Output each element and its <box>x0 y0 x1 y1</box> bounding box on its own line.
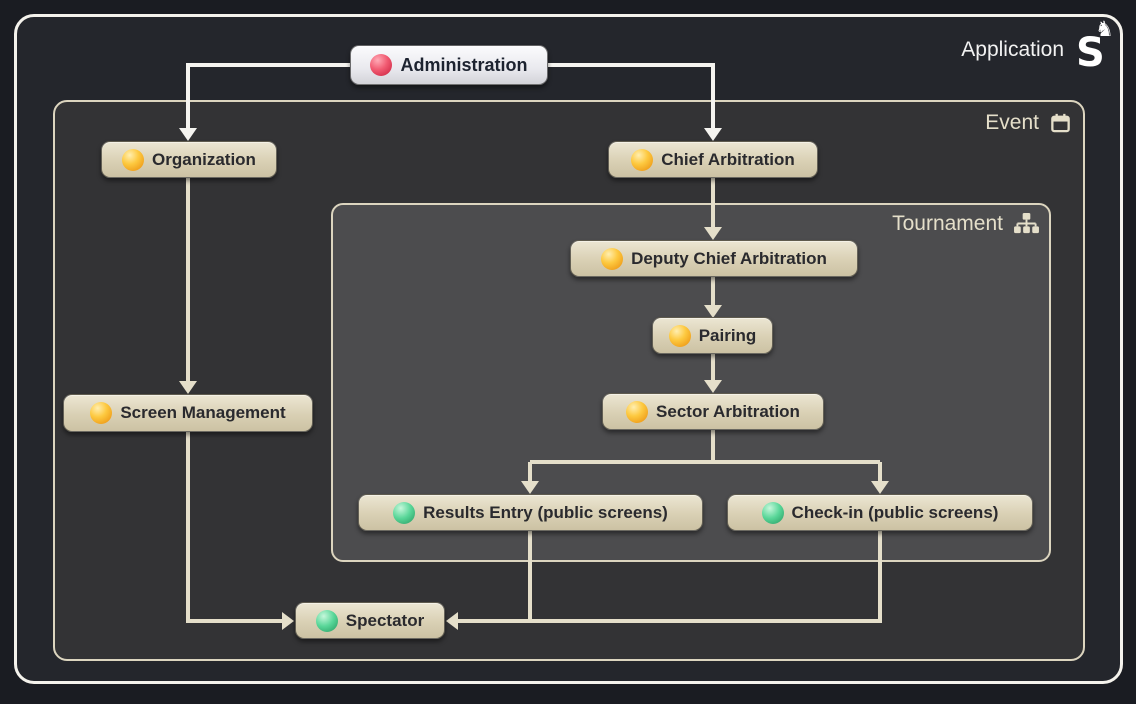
tournament-label: Tournament <box>892 212 1003 235</box>
node-label: Spectator <box>345 610 425 630</box>
node-label: Organization <box>152 149 256 169</box>
status-dot-yellow <box>668 324 691 347</box>
status-dot-yellow <box>601 247 624 270</box>
node-results-entry: Results Entry (public screens) <box>358 494 703 531</box>
status-dot-green <box>315 609 338 632</box>
node-label: Deputy Chief Arbitration <box>631 248 827 268</box>
application-header: Application S ♞ <box>961 19 1114 76</box>
status-dot-yellow <box>631 148 654 171</box>
status-dot-yellow <box>626 400 649 423</box>
sitemap-icon <box>1014 212 1039 234</box>
node-label: Pairing <box>698 325 757 345</box>
tournament-header: Tournament <box>892 212 1040 235</box>
node-sector-arbitration: Sector Arbitration <box>602 393 824 430</box>
calendar-icon <box>1051 113 1070 133</box>
status-dot-green <box>393 501 416 524</box>
status-dot-yellow <box>90 402 113 424</box>
node-label: Check-in (public screens) <box>791 502 999 522</box>
application-label: Application <box>961 37 1064 61</box>
status-dot-red <box>370 54 393 76</box>
event-header: Event <box>985 111 1072 134</box>
node-spectator: Spectator <box>295 602 445 639</box>
knight-s-logo: S ♞ <box>1074 19 1114 76</box>
logo-letter: S <box>1076 30 1105 76</box>
node-organization: Organization <box>101 141 277 178</box>
node-chief-arbitration: Chief Arbitration <box>608 141 818 178</box>
node-label: Screen Management <box>120 403 286 422</box>
node-administration: Administration <box>350 45 548 85</box>
node-pairing: Pairing <box>652 317 773 354</box>
node-label: Sector Arbitration <box>656 401 800 421</box>
status-dot-yellow <box>122 148 145 171</box>
node-screen-management: Screen Management <box>63 394 313 432</box>
node-check-in: Check-in (public screens) <box>727 494 1033 531</box>
node-label: Results Entry (public screens) <box>423 502 668 522</box>
knight-icon: ♞ <box>1095 17 1114 41</box>
status-dot-green <box>761 501 784 524</box>
event-label: Event <box>985 111 1039 134</box>
node-label: Chief Arbitration <box>661 149 795 169</box>
node-label: Administration <box>400 54 528 75</box>
node-deputy-chief-arbitration: Deputy Chief Arbitration <box>570 240 858 277</box>
